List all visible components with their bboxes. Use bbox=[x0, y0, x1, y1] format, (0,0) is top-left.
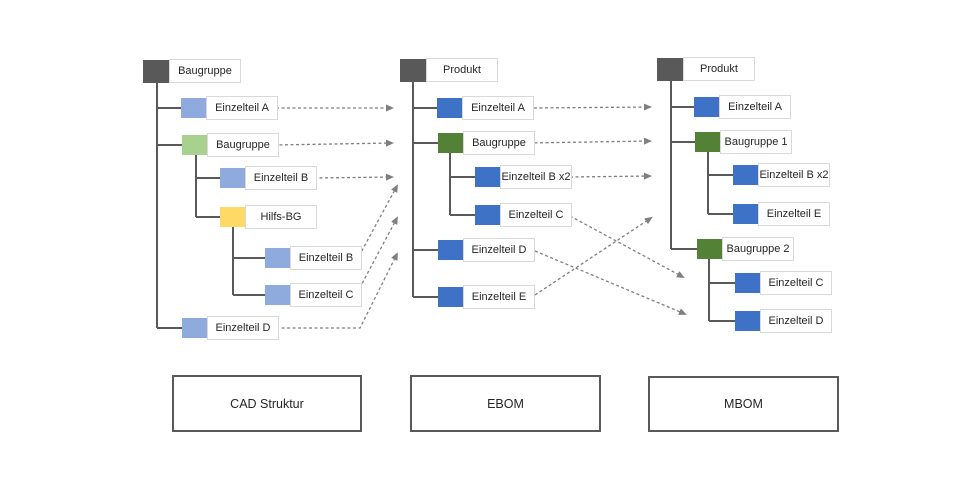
mbom-node-einzelteil-b-x2: Einzelteil B x2 bbox=[733, 163, 830, 187]
node-label: Hilfs-BG bbox=[245, 205, 317, 229]
part-icon bbox=[265, 285, 290, 305]
node-label: Einzelteil E bbox=[463, 285, 535, 309]
mbom-node-einzelteil-e: Einzelteil E bbox=[733, 202, 830, 226]
part-icon bbox=[475, 167, 500, 187]
node-label: Einzelteil B bbox=[290, 246, 362, 270]
cad-node-einzelteil-c: Einzelteil C bbox=[265, 283, 362, 307]
cad-node-einzelteil-b2: Einzelteil B bbox=[265, 246, 362, 270]
ebom-node-einzelteil-e: Einzelteil E bbox=[438, 285, 535, 309]
cad-node-hilfs-bg: Hilfs-BG bbox=[220, 205, 317, 229]
subassembly-icon bbox=[438, 133, 463, 153]
cad-node-einzelteil-b: Einzelteil B bbox=[220, 166, 317, 190]
part-icon bbox=[220, 168, 245, 188]
part-icon bbox=[735, 311, 760, 331]
part-icon bbox=[735, 273, 760, 293]
part-icon bbox=[438, 287, 463, 307]
mbom-tree-connectors bbox=[670, 79, 735, 322]
arrow-cad-c-to-ebom-c bbox=[356, 216, 398, 294]
node-label: Einzelteil E bbox=[758, 202, 830, 226]
ebom-node-baugruppe: Baugruppe bbox=[438, 131, 535, 155]
node-label: Einzelteil C bbox=[760, 271, 832, 295]
ebom-node-einzelteil-c: Einzelteil C bbox=[475, 203, 572, 227]
ebom-title: EBOM bbox=[487, 396, 524, 411]
part-icon bbox=[733, 165, 758, 185]
arrow-ebom-baugruppe-to-mbom-bg1 bbox=[528, 137, 652, 145]
part-icon bbox=[733, 204, 758, 224]
node-label: Baugruppe 1 bbox=[720, 130, 792, 154]
cad-struktur-title-box: CAD Struktur bbox=[172, 375, 362, 432]
arrow-cad-b-to-ebom-bx2 bbox=[313, 173, 394, 181]
cad-node-einzelteil-a: Einzelteil A bbox=[181, 96, 278, 120]
mbom-root-produkt: Produkt bbox=[657, 57, 755, 81]
node-label: Einzelteil A bbox=[462, 96, 534, 120]
ebom-to-mbom-arrows bbox=[528, 103, 687, 315]
node-label: Baugruppe 2 bbox=[722, 237, 794, 261]
cad-tree-connectors bbox=[156, 82, 265, 329]
cad-node-einzelteil-d: Einzelteil D bbox=[182, 316, 279, 340]
arrow-ebom-e-to-mbom-e bbox=[534, 216, 653, 296]
helper-assembly-icon bbox=[220, 207, 245, 227]
part-icon bbox=[437, 98, 462, 118]
node-label: Baugruppe bbox=[207, 133, 279, 157]
cad-root-baugruppe: Baugruppe bbox=[143, 59, 241, 83]
product-root-icon bbox=[400, 58, 426, 82]
mbom-node-einzelteil-d: Einzelteil D bbox=[735, 309, 832, 333]
node-label: Einzelteil D bbox=[760, 309, 832, 333]
product-root-icon bbox=[657, 57, 683, 81]
mbom-title-box: MBOM bbox=[648, 376, 839, 432]
subassembly-icon bbox=[697, 239, 722, 259]
ebom-node-einzelteil-d: Einzelteil D bbox=[438, 238, 535, 262]
part-icon bbox=[475, 205, 500, 225]
node-label: Einzelteil C bbox=[500, 203, 572, 227]
node-label: Einzelteil C bbox=[290, 283, 362, 307]
mbom-node-baugruppe-2: Baugruppe 2 bbox=[697, 237, 794, 261]
node-label: Einzelteil A bbox=[719, 95, 791, 119]
cad-node-baugruppe: Baugruppe bbox=[182, 133, 279, 157]
ebom-title-box: EBOM bbox=[410, 375, 601, 432]
node-label: Baugruppe bbox=[169, 59, 241, 83]
mbom-node-baugruppe-1: Baugruppe 1 bbox=[695, 130, 792, 154]
assembly-root-icon bbox=[143, 59, 169, 83]
node-label: Einzelteil B bbox=[245, 166, 317, 190]
node-label: Produkt bbox=[683, 57, 755, 81]
ebom-tree-connectors bbox=[412, 81, 475, 298]
node-label: Einzelteil A bbox=[206, 96, 278, 120]
part-icon bbox=[265, 248, 290, 268]
node-label: Einzelteil D bbox=[207, 316, 279, 340]
node-label: Einzelteil B x2 bbox=[758, 163, 830, 187]
mbom-title: MBOM bbox=[724, 397, 763, 411]
ebom-node-einzelteil-b-x2: Einzelteil B x2 bbox=[475, 165, 572, 189]
arrow-cad-baugruppe-to-ebom-baugruppe bbox=[273, 139, 394, 147]
ebom-node-einzelteil-a: Einzelteil A bbox=[437, 96, 534, 120]
arrow-ebom-d-to-mbom-d bbox=[534, 250, 687, 315]
arrow-ebom-c-to-mbom-c bbox=[569, 215, 685, 278]
subassembly-icon bbox=[182, 135, 207, 155]
node-label: Einzelteil B x2 bbox=[500, 165, 572, 189]
ebom-root-produkt: Produkt bbox=[400, 58, 498, 82]
node-label: Produkt bbox=[426, 58, 498, 82]
node-label: Baugruppe bbox=[463, 131, 535, 155]
arrow-cad-b2-to-ebom-bx2 bbox=[358, 184, 398, 257]
part-icon bbox=[438, 240, 463, 260]
part-icon bbox=[181, 98, 206, 118]
arrow-ebom-a-to-mbom-a bbox=[533, 103, 652, 111]
arrow-cad-d-to-ebom-d bbox=[276, 252, 398, 329]
cad-struktur-title: CAD Struktur bbox=[230, 396, 304, 411]
mbom-node-einzelteil-a: Einzelteil A bbox=[694, 95, 791, 119]
node-label: Einzelteil D bbox=[463, 238, 535, 262]
cad-to-ebom-arrows bbox=[273, 104, 398, 329]
subassembly-icon bbox=[695, 132, 720, 152]
part-icon bbox=[694, 97, 719, 117]
mbom-node-einzelteil-c: Einzelteil C bbox=[735, 271, 832, 295]
part-icon bbox=[182, 318, 207, 338]
arrow-ebom-bx2-to-mbom-bx2 bbox=[569, 172, 652, 180]
